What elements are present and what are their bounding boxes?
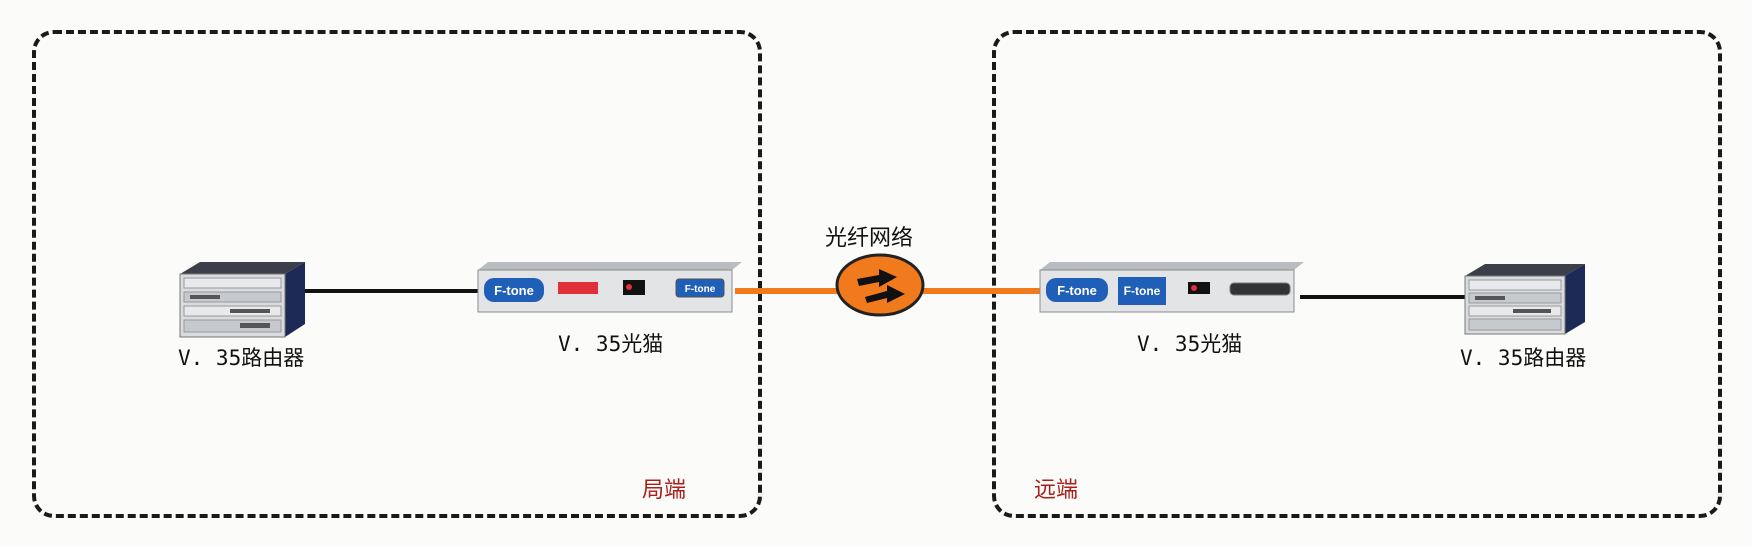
bidirectional-arrows-icon	[835, 253, 925, 317]
remote-zone	[992, 30, 1722, 518]
fiber-network-label: 光纤网络	[825, 226, 914, 251]
remote-cable	[1300, 295, 1465, 299]
svg-text:F-tone: F-tone	[1124, 284, 1161, 298]
local-cable	[300, 289, 485, 293]
fiber-link-right	[918, 288, 1048, 294]
remote-modem-label: V. 35光猫	[1137, 332, 1243, 356]
local-zone-label: 局端	[642, 478, 687, 503]
svg-text:F-tone: F-tone	[685, 284, 716, 295]
router-icon	[179, 262, 305, 338]
fiber-modem-icon: F-tone F-tone	[1039, 262, 1304, 313]
svg-text:F-tone: F-tone	[1057, 283, 1097, 298]
router-icon	[1464, 264, 1585, 335]
fiber-modem-icon: F-tone F-tone	[477, 262, 742, 313]
local-router-label: V. 35路由器	[178, 346, 305, 370]
local-modem-label: V. 35光猫	[558, 332, 664, 356]
svg-text:F-tone: F-tone	[494, 283, 534, 298]
local-zone	[32, 30, 762, 518]
remote-router-label: V. 35路由器	[1460, 346, 1587, 370]
remote-zone-label: 远端	[1034, 478, 1079, 503]
fiber-link-left	[735, 288, 845, 294]
